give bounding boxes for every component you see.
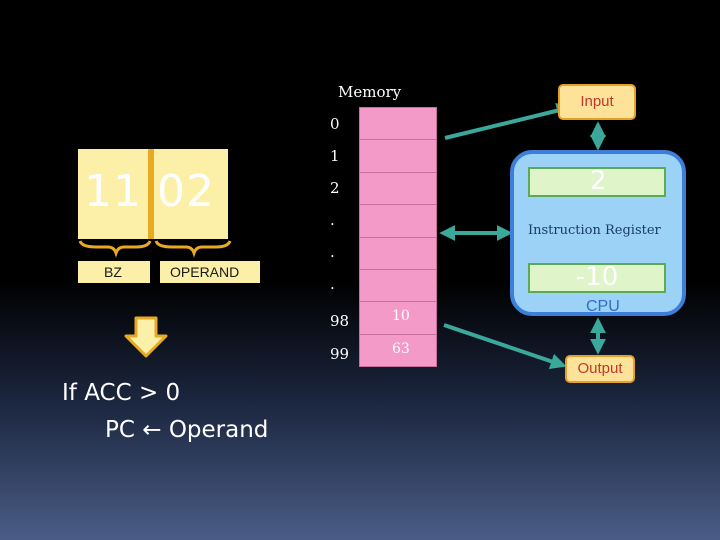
- cpu-label: CPU: [586, 298, 620, 315]
- memory-address: 1: [330, 147, 340, 165]
- operand-label: OPERAND: [160, 261, 260, 283]
- memory-title: Memory: [338, 83, 402, 101]
- top-register: 2: [528, 167, 666, 197]
- memory-cells: 10 63: [359, 107, 437, 368]
- memory-address: 2: [330, 179, 340, 197]
- down-arrow-icon: [124, 316, 168, 358]
- memory-cell: [359, 268, 437, 302]
- accumulator-register: -10: [528, 263, 666, 293]
- output-box: Output: [565, 355, 635, 383]
- memory-cell: [359, 204, 437, 237]
- memory-address: 99: [330, 345, 350, 363]
- memory-output-arrow: [443, 323, 567, 369]
- instruction-divider: [148, 149, 154, 239]
- input-memory-arrow: [444, 102, 573, 140]
- memory-address: .: [330, 243, 335, 261]
- opcode-label: BZ: [78, 261, 150, 283]
- memory-value: 10: [392, 308, 410, 325]
- memory-cell: [359, 236, 437, 269]
- memory-cell: [359, 107, 437, 140]
- memory-cell: 63: [359, 333, 437, 368]
- input-box: Input: [558, 84, 636, 120]
- memory-value: 63: [392, 340, 410, 357]
- memory-cell: 10: [359, 301, 437, 334]
- operand-brace: [154, 240, 232, 258]
- memory-address: .: [330, 211, 335, 229]
- instruction-register-label: Instruction Register: [528, 223, 661, 238]
- condition-line-1: If ACC > 0: [62, 380, 181, 406]
- instruction-value: 11 02: [84, 166, 215, 217]
- opcode-brace: [78, 240, 152, 258]
- memory-cell: [359, 171, 437, 205]
- memory-address: .: [330, 275, 335, 293]
- memory-address: 98: [330, 312, 350, 330]
- memory-cell: [359, 139, 437, 172]
- condition-line-2: PC ← Operand: [105, 417, 269, 443]
- memory-address: 0: [330, 115, 340, 133]
